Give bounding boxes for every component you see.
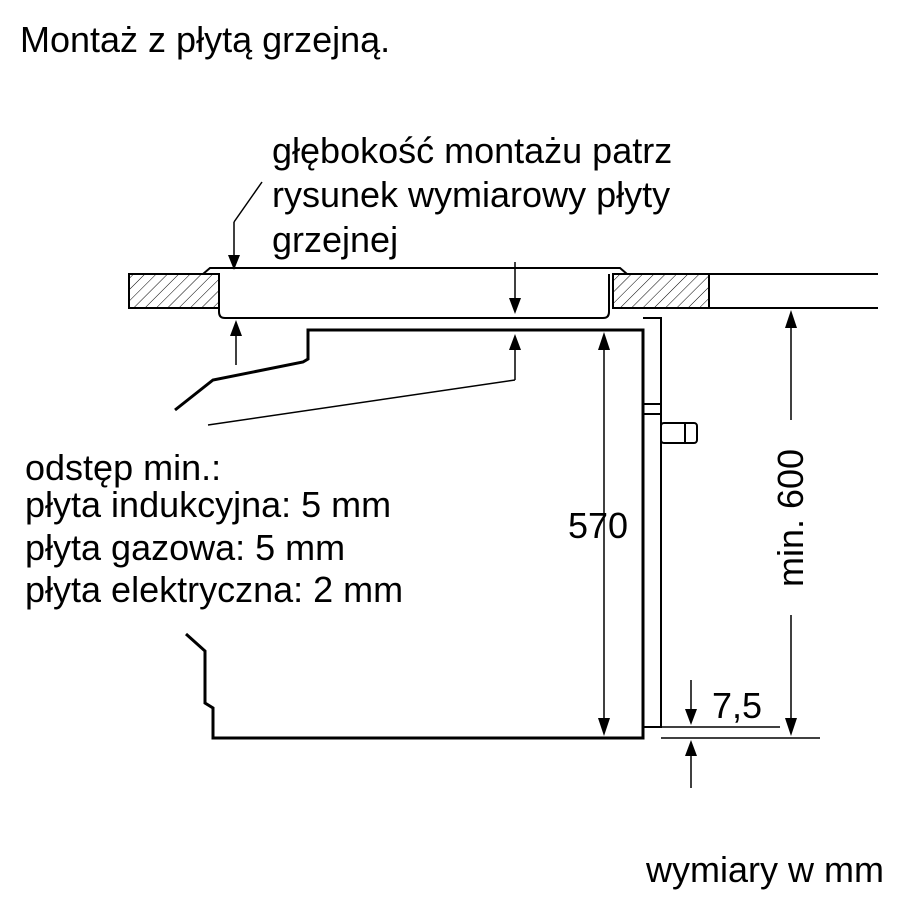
dimension-7-5-label: 7,5 — [712, 685, 763, 726]
hob — [202, 267, 628, 319]
oven — [174, 317, 698, 740]
arrows — [228, 255, 521, 365]
dimension-570 — [598, 332, 610, 736]
dimension-600-label: min. 600 — [770, 448, 811, 588]
depth-note-line-1: głębokość montażu patrz — [272, 130, 673, 171]
dimension-570-label: 570 — [568, 505, 629, 546]
dimension-600 — [709, 310, 820, 739]
gap-note-electric: płyta elektryczna: 2 mm — [25, 569, 404, 610]
worktop — [128, 273, 878, 309]
diagram-title: Montaż z płytą grzejną. — [20, 19, 391, 60]
gap-note-induction: płyta indukcyjna: 5 mm — [25, 484, 392, 525]
depth-note-line-2: rysunek wymiarowy płyty — [272, 174, 671, 215]
gap-note-heading: odstęp min.: — [25, 447, 222, 488]
leader-lines — [207, 181, 516, 426]
depth-note-line-3: grzejnej — [272, 219, 399, 260]
gap-note-gas: płyta gazowa: 5 mm — [25, 527, 346, 568]
dimension-7-5 — [661, 680, 780, 788]
units-note: wymiary w mm — [646, 849, 884, 890]
